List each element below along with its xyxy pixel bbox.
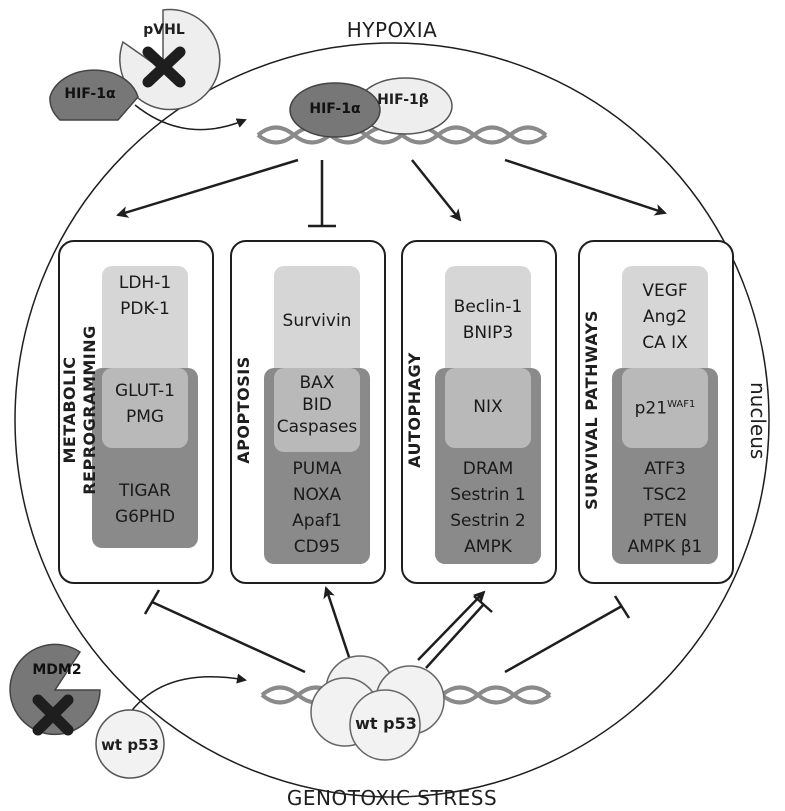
gene-label: PMG [125,407,165,427]
panel-label: APOPTOSIS [234,356,253,464]
shared-gene-box [102,368,188,448]
hypoxia-title: HYPOXIA [346,18,438,42]
hif1a-bound-protein [289,82,381,138]
inhibit-apoptosis [308,160,336,228]
hif1b-label: HIF-1β [377,92,429,108]
panel-metabolic-reprogramming: LDH-1 PDK-1 GLUT-1 PMG TIGAR G6PHD METAB… [58,240,214,584]
panel-label: SURVIVAL PATHWAYS [582,310,601,510]
p53-bound-label: wt p53 [355,714,417,733]
gene-label: G6PHD [114,507,176,527]
top-gene-list: Survivin [274,308,360,334]
gene-label: VEGF [642,281,688,301]
gene-label: LDH-1 [118,273,172,293]
pvhl-cross-icon [142,46,186,88]
gene-label: DRAM [462,459,514,479]
gene-label: AMPK β1 [627,537,703,557]
middle-gene-list: BAX BID Caspases [264,372,370,438]
gene-label: NOXA [292,485,342,505]
arrow-to-autophagy [411,159,462,222]
gene-label: CA IX [642,333,688,353]
shared-gene-box [445,368,531,448]
bottom-gene-list: PUMA NOXA Apaf1 CD95 [264,456,370,560]
top-gene-list: Beclin-1 BNIP3 [445,294,531,346]
top-gene-list: LDH-1 PDK-1 [102,270,188,322]
mdm2-label: MDM2 [32,662,82,678]
mdm2-protein [9,643,101,736]
gene-label: Beclin-1 [453,297,523,317]
p53-free-protein [95,709,165,779]
gene-label: BNIP3 [462,323,514,343]
mdm2-cross-icon [32,694,74,736]
top-gene-list: VEGF Ang2 CA IX [622,278,708,356]
gene-label: Survivin [282,311,352,331]
nucleus-label: nucleus [746,382,770,460]
gene-label: Ang2 [642,307,687,327]
shared-gene-box [274,368,360,452]
arrow-to-metabolic [116,158,299,218]
arrow-to-survival [504,158,667,216]
nucleus-membrane [14,42,770,798]
hif1a-bound-label: HIF-1α [309,101,361,117]
gene-label: p21WAF1 [634,398,696,419]
gene-label: CD95 [293,537,341,557]
p53-translocation-arrow [124,673,247,721]
middle-gene-list: NIX [445,394,531,420]
gene-label: PDK-1 [120,299,170,319]
gene-label: Apaf1 [292,511,342,531]
genotoxic-stress-title: GENOTOXIC STRESS [286,786,498,810]
p53-subunit-4 [349,689,421,761]
hif1a-free-label: HIF-1α [64,86,116,102]
gene-label: Sestrin 1 [450,485,526,505]
gene-label: Sestrin 2 [450,511,526,531]
inhibit-survival [504,595,631,674]
panel-apoptosis: Survivin BAX BID Caspases PUMA NOXA Apaf… [230,240,386,584]
gene-label: ATF3 [644,459,686,479]
middle-gene-list: p21WAF1 [622,392,708,422]
shared-gene-box [622,368,708,448]
panel-label: METABOLIC REPROGRAMMING [60,325,99,495]
inhibit-autophagy [425,595,493,669]
bottom-gene-list: TIGAR G6PHD [92,478,198,530]
gene-label: GLUT-1 [114,381,175,401]
gene-label: TIGAR [118,481,171,501]
panel-survival-pathways: VEGF Ang2 CA IX p21WAF1 ATF3 TSC2 PTEN A… [578,240,734,584]
gene-label: AMPK [464,537,512,557]
arrow-to-autophagy-1 [417,590,486,661]
bottom-gene-list: ATF3 TSC2 PTEN AMPK β1 [612,456,718,560]
p53-free-label: wt p53 [101,736,159,754]
gene-label: BAX [299,373,335,393]
gene-label: TSC2 [643,485,687,505]
gene-label: PTEN [642,511,688,531]
panel-autophagy: Beclin-1 BNIP3 NIX DRAM Sestrin 1 Sestri… [401,240,557,584]
hif1a-translocation-arrow [134,104,247,131]
arrow-to-apoptosis [323,586,352,661]
panel-label: AUTOPHAGY [405,352,424,468]
inhibit-metabolic [143,589,306,674]
bottom-gene-list: DRAM Sestrin 1 Sestrin 2 AMPK [435,456,541,560]
gene-label: Caspases [276,417,358,437]
middle-gene-list: GLUT-1 PMG [102,378,188,430]
gene-label: NIX [473,397,503,417]
pvhl-label: pVHL [143,22,185,38]
hif1a-free-protein [49,69,139,121]
gene-label: BID [302,395,332,415]
gene-label: PUMA [292,459,342,479]
